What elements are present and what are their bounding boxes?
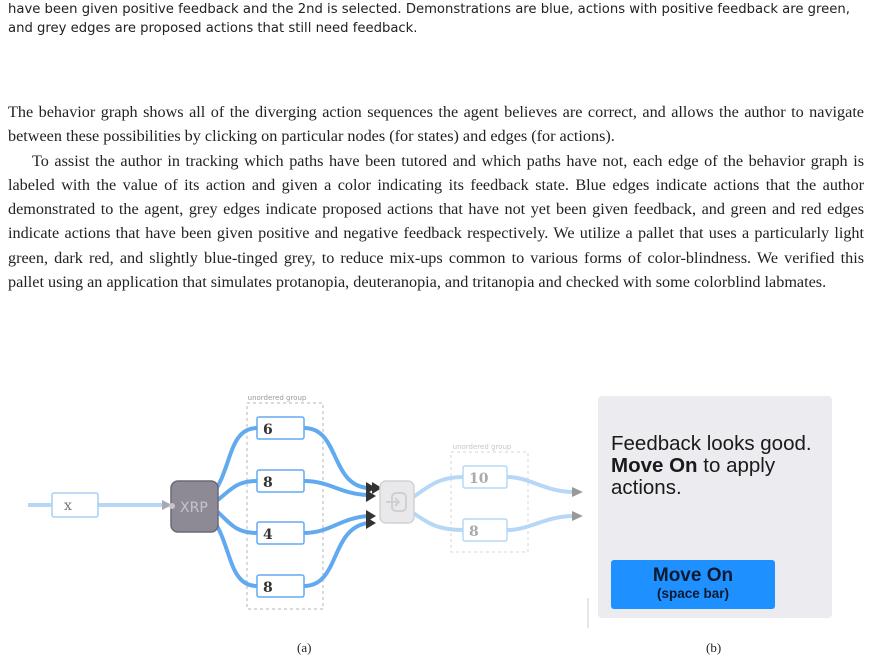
action-value-8a: 8	[263, 475, 273, 491]
edge-arrow-1	[366, 482, 376, 494]
state-node-xrp-port	[169, 503, 175, 509]
paragraph-2: To assist the author in tracking which p…	[8, 151, 864, 292]
panel-divider	[587, 598, 589, 628]
feedback-message-line2: to apply actions.	[611, 454, 776, 499]
state-node-xrp-label: XRP	[180, 500, 208, 516]
figure-caption-continued: have been given positive feedback and th…	[8, 2, 850, 36]
action-box-4[interactable]	[256, 521, 305, 545]
start-state-box[interactable]	[51, 492, 99, 518]
edge-8c-out[interactable]	[506, 514, 575, 532]
action-value-6: 6	[263, 422, 273, 438]
action-box-8a[interactable]	[256, 469, 305, 493]
edge-8a-in[interactable]	[216, 479, 258, 502]
action-box-10[interactable]	[462, 465, 508, 489]
action-value-4: 4	[263, 527, 273, 543]
edge-10-in[interactable]	[410, 475, 464, 500]
unordered-group-2-box	[450, 451, 529, 553]
body-text: The behavior graph shows all of the dive…	[8, 100, 864, 294]
edge-arrow-5	[366, 517, 376, 529]
subfigure-label-b: (b)	[706, 640, 722, 655]
enter-icon	[386, 492, 407, 512]
action-value-8b: 8	[263, 580, 273, 596]
feedback-panel: Feedback looks good. Move On to apply ac…	[598, 396, 832, 618]
subfigure-label-a: (a)	[297, 640, 312, 655]
feedback-message: Feedback looks good. Move On to apply ac…	[611, 433, 826, 499]
edge-arrow-3	[366, 490, 376, 502]
action-box-6[interactable]	[256, 416, 305, 440]
move-on-button-hint: (space bar)	[656, 586, 730, 601]
paragraph-1: The behavior graph shows all of the dive…	[8, 103, 864, 146]
behavior-graph: unordered group unordered group x XRP	[28, 394, 583, 610]
move-on-button[interactable]: Move On (space bar)	[611, 560, 775, 609]
feedback-message-bold: Move On	[611, 454, 698, 477]
edge-10-out[interactable]	[506, 475, 575, 494]
unordered-group-2-label: unordered group	[453, 443, 512, 451]
edge-8c-arrow	[572, 511, 583, 521]
edge-4-in[interactable]	[216, 510, 258, 535]
start-state-label: x	[64, 498, 72, 514]
edge-8c-in[interactable]	[410, 510, 464, 532]
edge-8a-out[interactable]	[303, 479, 369, 497]
unordered-group-1-box	[246, 402, 324, 610]
edge-4-out[interactable]	[303, 514, 369, 535]
move-on-button-label: Move On	[652, 565, 734, 586]
action-box-8b[interactable]	[256, 574, 305, 598]
action-value-8c: 8	[469, 524, 479, 540]
action-box-8c[interactable]	[462, 518, 508, 542]
edge-10-arrow	[572, 487, 583, 497]
edge-6-out[interactable]	[303, 426, 369, 490]
start-edge-arrow	[162, 500, 172, 510]
edge-8b-out[interactable]	[303, 521, 369, 588]
edge-arrow-2	[372, 482, 382, 494]
feedback-message-line1: Feedback looks good.	[611, 432, 812, 455]
action-value-10: 10	[469, 471, 489, 487]
unordered-group-1-label: unordered group	[248, 394, 307, 402]
